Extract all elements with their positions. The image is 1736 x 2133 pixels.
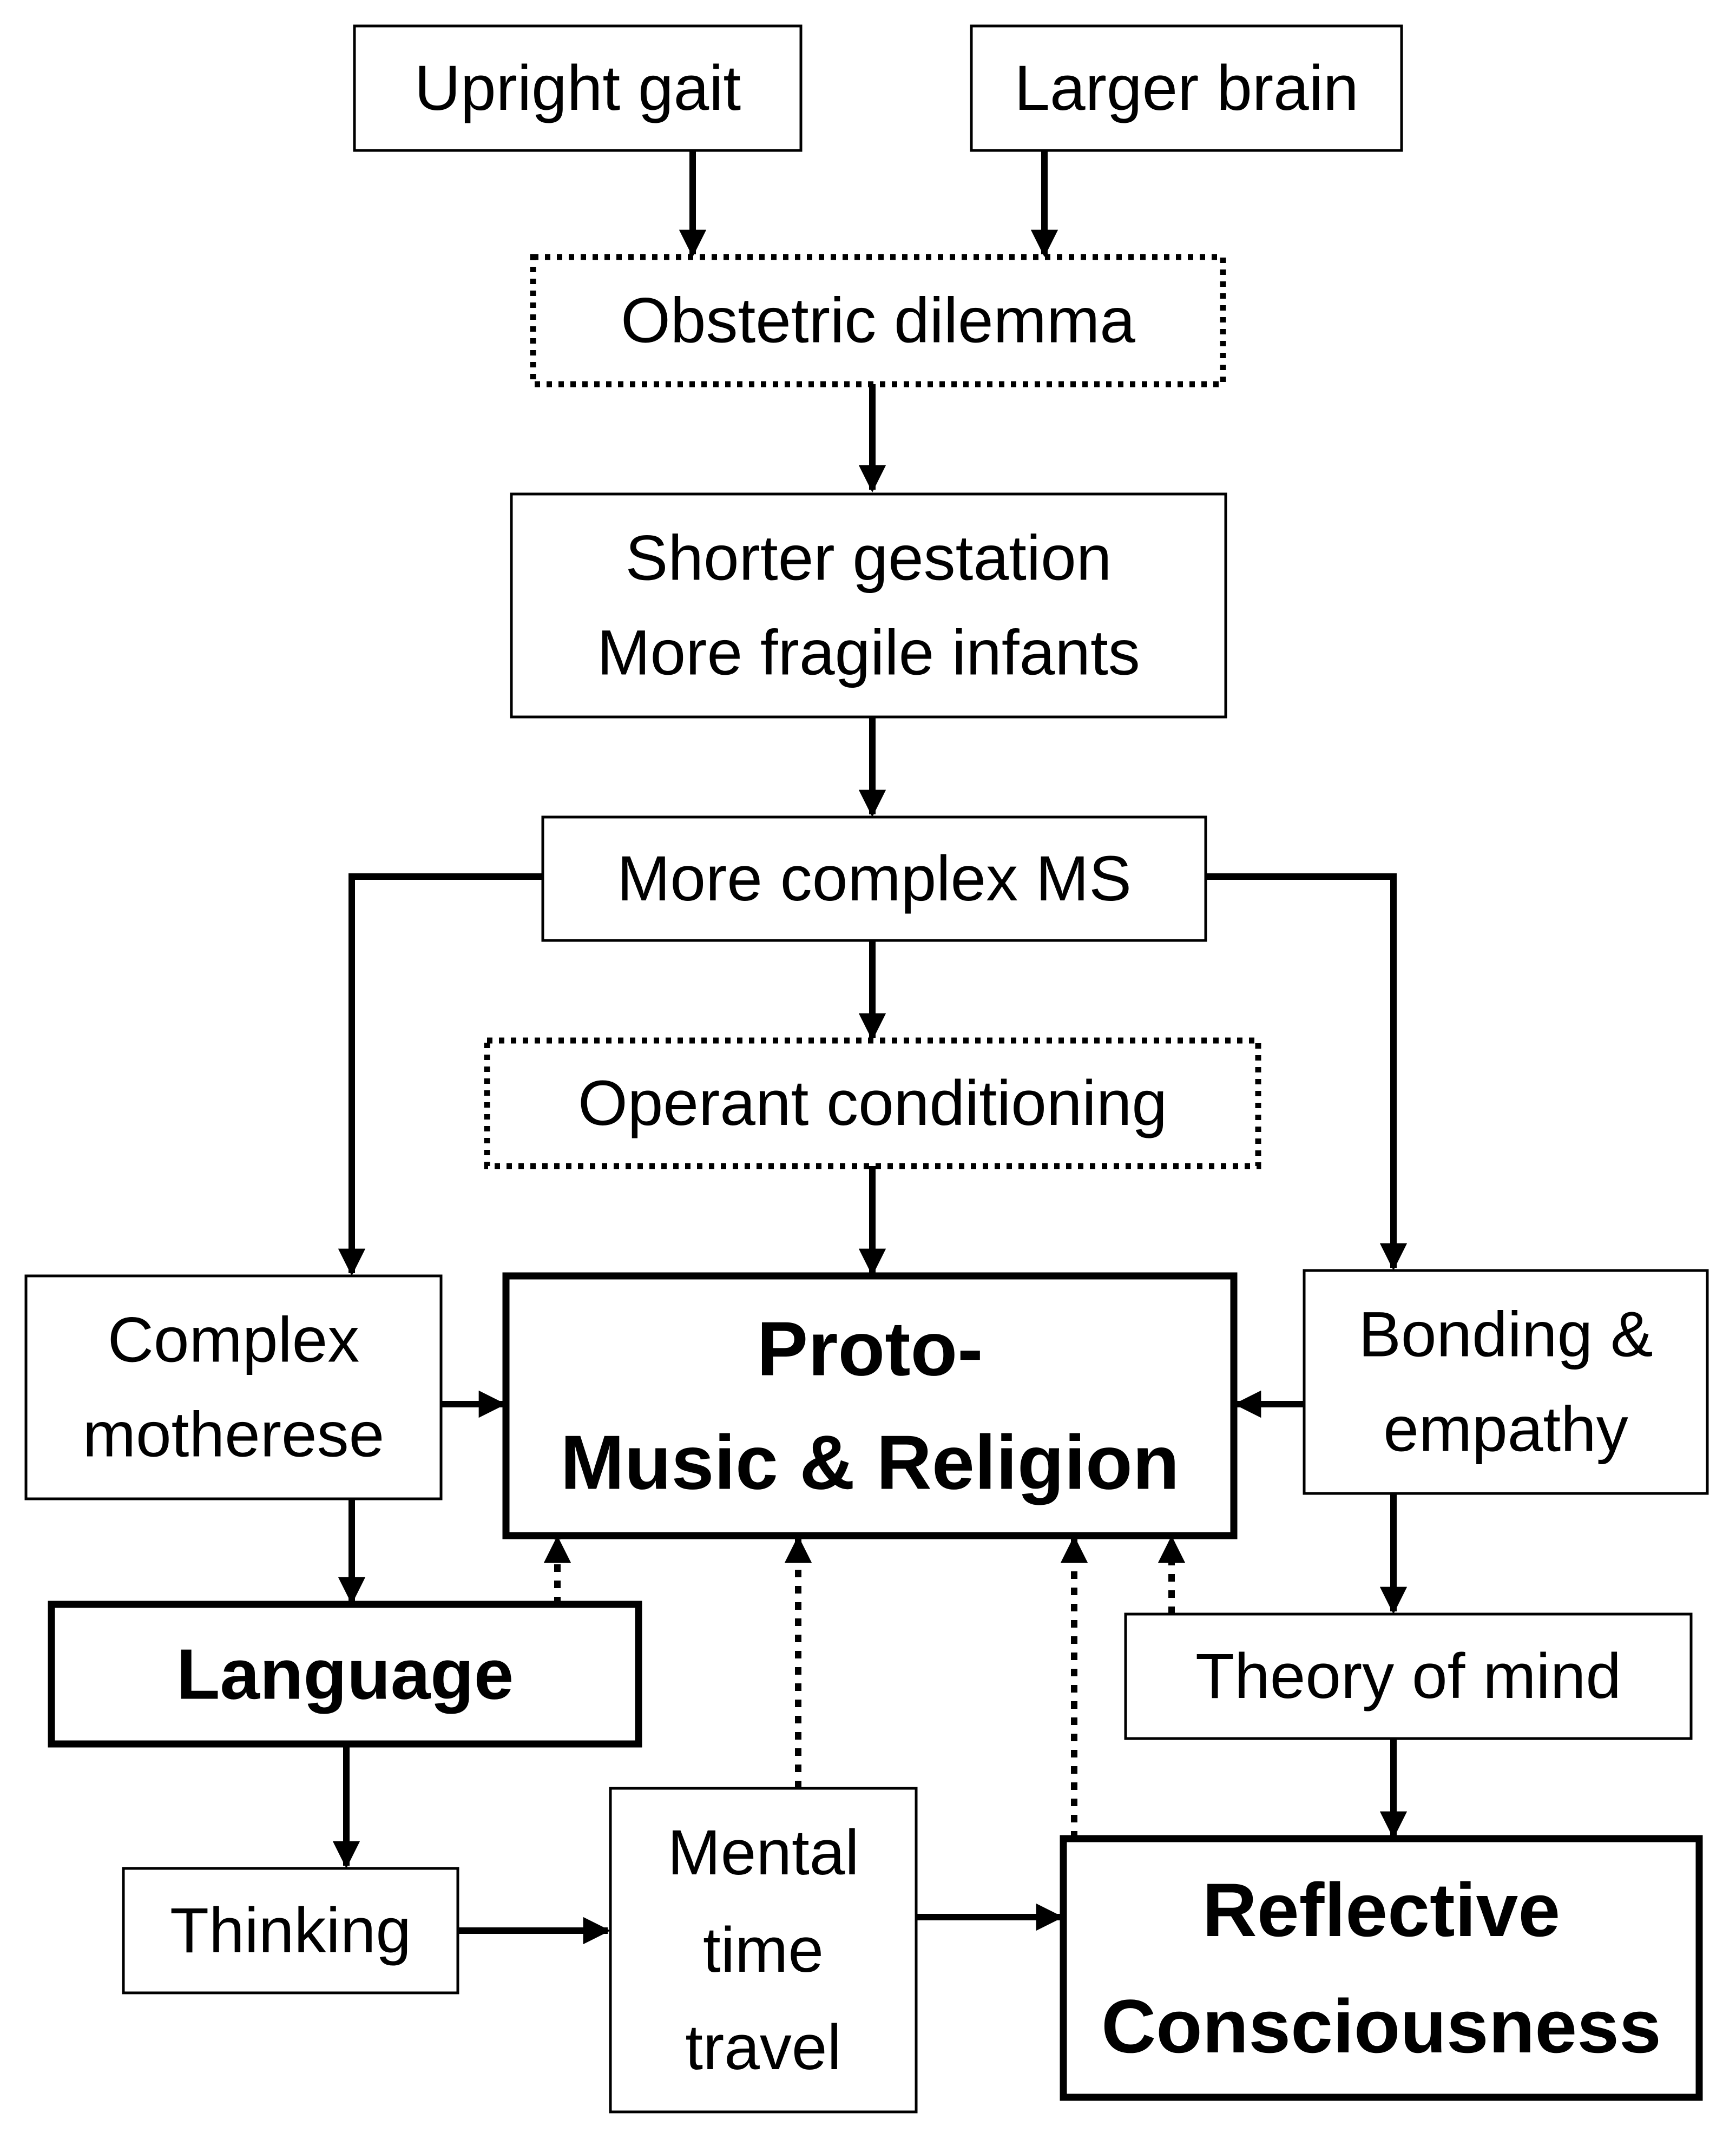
node-box-mental-time-travel bbox=[609, 1787, 918, 2114]
arrow-more-complex-ms-to-bonding-empathy bbox=[1206, 873, 1408, 1271]
node-mental-time-travel: Mental time travel bbox=[609, 1787, 918, 2114]
node-thinking: Thinking bbox=[122, 1867, 459, 1994]
node-label-bonding-empathy-line-2: empathy bbox=[1383, 1394, 1628, 1465]
node-box-reflective-consciousness bbox=[1060, 1835, 1703, 2101]
node-proto-music-religion: Proto- Music & Religion bbox=[502, 1272, 1238, 1539]
node-box-thinking bbox=[122, 1867, 459, 1994]
node-label-obstetric-dilemma-line-1: Obstetric dilemma bbox=[621, 285, 1135, 357]
node-label-bonding-empathy-line-1: Bonding & bbox=[1358, 1299, 1653, 1371]
node-box-complex-motherese bbox=[24, 1274, 443, 1500]
node-box-shorter-gestation bbox=[510, 492, 1227, 719]
node-label-mental-time-travel-line-2: time bbox=[703, 1914, 824, 1986]
node-box-language bbox=[48, 1601, 642, 1748]
node-label-complex-motherese-line-1: Complex bbox=[108, 1305, 360, 1376]
node-label-reflective-consciousness-line-1: Reflective bbox=[1202, 1867, 1560, 1952]
node-operant-conditioning: Operant conditioning bbox=[484, 1037, 1261, 1169]
node-theory-of-mind: Theory of mind bbox=[1124, 1612, 1693, 1740]
node-box-upright-gait bbox=[353, 24, 803, 152]
node-more-complex-ms: More complex MS bbox=[541, 815, 1207, 942]
node-label-mental-time-travel-line-3: travel bbox=[685, 2012, 841, 2083]
node-label-mental-time-travel-line-1: Mental bbox=[667, 1817, 859, 1888]
edges bbox=[332, 150, 1408, 1945]
node-label-complex-motherese-line-2: motherese bbox=[83, 1399, 385, 1471]
node-box-bonding-empathy bbox=[1303, 1269, 1709, 1495]
node-box-more-complex-ms bbox=[541, 815, 1207, 942]
node-label-shorter-gestation-line-2: More fragile infants bbox=[597, 617, 1140, 689]
node-label-theory-of-mind-line-1: Theory of mind bbox=[1195, 1641, 1621, 1712]
node-label-operant-conditioning-line-1: Operant conditioning bbox=[578, 1068, 1167, 1139]
node-label-more-complex-ms-line-1: More complex MS bbox=[617, 843, 1132, 914]
node-obstetric-dilemma: Obstetric dilemma bbox=[530, 254, 1226, 387]
node-upright-gait: Upright gait bbox=[353, 24, 803, 152]
node-label-larger-brain-line-1: Larger brain bbox=[1014, 52, 1358, 124]
node-label-proto-music-religion-line-1: Proto- bbox=[757, 1306, 983, 1392]
node-label-language-line-1: Language bbox=[176, 1635, 514, 1714]
node-larger-brain: Larger brain bbox=[970, 24, 1403, 152]
node-bonding-empathy: Bonding & empathy bbox=[1303, 1269, 1709, 1495]
node-box-operant-conditioning bbox=[484, 1037, 1261, 1169]
node-box-proto-music-religion bbox=[502, 1272, 1238, 1539]
node-box-larger-brain bbox=[970, 24, 1403, 152]
node-label-shorter-gestation-line-1: Shorter gestation bbox=[626, 523, 1112, 594]
node-label-thinking-line-1: Thinking bbox=[170, 1895, 411, 1966]
node-label-reflective-consciousness-line-2: Consciousness bbox=[1101, 1984, 1661, 2069]
node-box-theory-of-mind bbox=[1124, 1612, 1693, 1740]
node-label-upright-gait-line-1: Upright gait bbox=[415, 52, 741, 124]
node-box-obstetric-dilemma bbox=[530, 254, 1226, 387]
node-label-proto-music-religion-line-2: Music & Religion bbox=[561, 1420, 1180, 1506]
arrow-more-complex-ms-to-complex-motherese bbox=[338, 873, 543, 1276]
node-language: Language bbox=[48, 1601, 642, 1748]
node-complex-motherese: Complex motherese bbox=[24, 1274, 443, 1500]
